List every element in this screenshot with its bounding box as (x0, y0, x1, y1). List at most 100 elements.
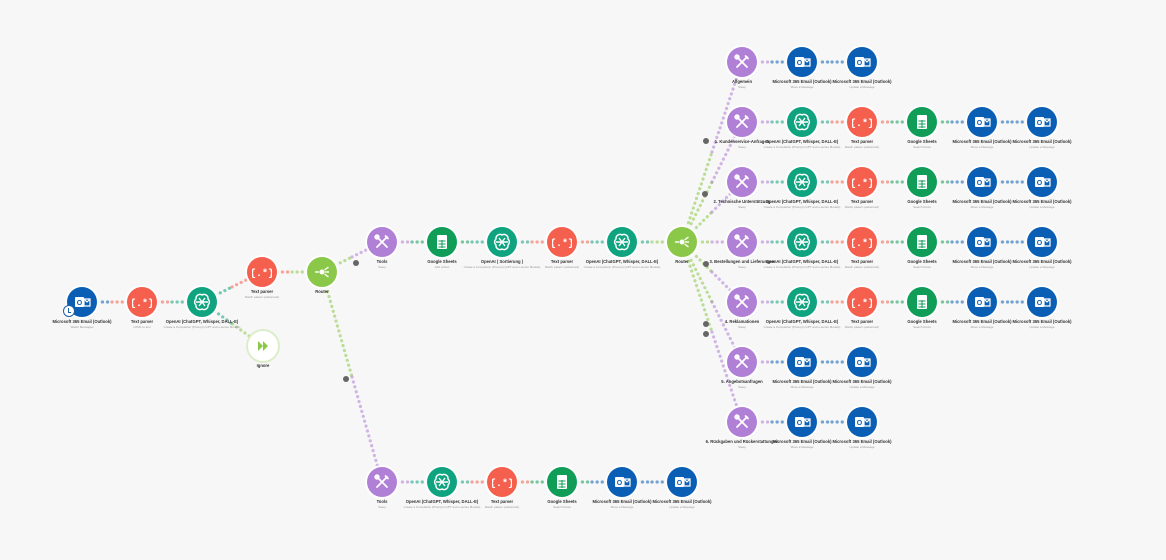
text-parser-icon[interactable]: {.*} (247, 257, 277, 287)
schedule-clock-icon[interactable] (63, 305, 75, 317)
module-action: Move a Message (970, 145, 994, 149)
module-label: Tools (376, 259, 388, 264)
outlook-icon[interactable]: O (847, 47, 877, 77)
outlook-icon[interactable]: O (787, 47, 817, 77)
openai-icon[interactable] (487, 227, 517, 257)
outlook-icon[interactable]: O (1027, 287, 1057, 317)
tools-icon[interactable] (367, 227, 397, 257)
outlook-icon[interactable]: O (967, 107, 997, 137)
module-action: Update a Message (849, 85, 875, 89)
tools-icon[interactable] (727, 167, 757, 197)
outlook-icon[interactable]: O (1027, 167, 1057, 197)
outlook-icon[interactable]: O (967, 167, 997, 197)
text-parser-icon[interactable]: {.*} (847, 107, 877, 137)
module-label: Microsoft 365 Email (Outlook) (1012, 139, 1072, 144)
outlook-icon[interactable]: O (1027, 107, 1057, 137)
module-action: Move a Message (610, 505, 634, 509)
tools-icon[interactable] (727, 287, 757, 317)
module-action: Move a Message (970, 325, 994, 329)
openai-icon[interactable] (187, 287, 217, 317)
google-sheets-icon[interactable] (427, 227, 457, 257)
module-action: Sleep (738, 325, 746, 329)
tools-icon[interactable] (727, 407, 757, 437)
module-label: Microsoft 365 Email (Outlook) (772, 439, 832, 444)
module-label: 3. Bestellungen und Lieferungen (709, 259, 775, 264)
openai-icon[interactable] (787, 107, 817, 137)
text-parser-icon[interactable]: {.*} (127, 287, 157, 317)
module-action: Sleep (378, 265, 386, 269)
outlook-icon[interactable]: O (847, 407, 877, 437)
module-action: Sleep (378, 505, 386, 509)
module-label: Google Sheets (907, 319, 937, 324)
outlook-icon[interactable]: O (787, 347, 817, 377)
tools-icon[interactable] (367, 467, 397, 497)
google-sheets-icon[interactable] (907, 287, 937, 317)
google-sheets-icon[interactable] (547, 467, 577, 497)
module-action: Create a Completion (Prompt) (GPT and o-… (763, 205, 841, 209)
ignore-icon[interactable] (248, 331, 278, 361)
google-sheets-icon[interactable] (907, 107, 937, 137)
module-label: Google Sheets (907, 139, 937, 144)
tools-icon[interactable] (727, 47, 757, 77)
tools-icon[interactable] (727, 107, 757, 137)
filter-wrench-icon[interactable] (703, 261, 709, 267)
module-label: Microsoft 365 Email (Outlook) (952, 139, 1012, 144)
openai-icon[interactable] (787, 167, 817, 197)
module-label: OpenAI ( Sortierung ) (480, 259, 524, 264)
module-action: Create a Completion (Prompt) (GPT and o-… (763, 265, 841, 269)
text-parser-icon[interactable]: {.*} (847, 287, 877, 317)
openai-icon[interactable] (607, 227, 637, 257)
outlook-icon[interactable]: O (967, 227, 997, 257)
outlook-icon[interactable]: O (1027, 227, 1057, 257)
svg-text:{.*}: {.*} (552, 238, 572, 250)
module-action: Move a Message (970, 265, 994, 269)
module-action: Match pattern (advanced) (544, 265, 580, 269)
module-action: Update a Message (669, 505, 695, 509)
module-label: OpenAI (ChatGPT, Whisper, DALL-E) (765, 139, 839, 144)
svg-text:O: O (797, 60, 803, 67)
google-sheets-icon[interactable] (907, 167, 937, 197)
filter-wrench-icon[interactable] (702, 191, 708, 197)
module-label: Microsoft 365 Email (Outlook) (832, 79, 892, 84)
openai-icon[interactable] (787, 287, 817, 317)
module-label: Microsoft 365 Email (Outlook) (1012, 199, 1072, 204)
text-parser-icon[interactable]: {.*} (547, 227, 577, 257)
filter-wrench-icon[interactable] (343, 376, 349, 382)
module-action: Match pattern (advanced) (844, 325, 880, 329)
router-icon[interactable] (667, 227, 697, 257)
text-parser-icon[interactable]: {.*} (847, 167, 877, 197)
text-parser-icon[interactable]: {.*} (847, 227, 877, 257)
tools-icon[interactable] (727, 347, 757, 377)
module-label: Text parser (550, 259, 574, 264)
filter-wrench-icon[interactable] (703, 321, 709, 327)
module-action: Move a Message (790, 85, 814, 89)
openai-icon[interactable] (427, 467, 457, 497)
svg-text:{.*}: {.*} (852, 298, 872, 310)
filter-wrench-icon[interactable] (703, 331, 709, 337)
filter-wrench-icon[interactable] (353, 260, 359, 266)
module-label: 6. Rückgaben und Rückerstattungen (705, 439, 779, 444)
text-parser-icon[interactable]: {.*} (487, 467, 517, 497)
module-action: Update a Message (1029, 325, 1055, 329)
outlook-icon[interactable]: O (847, 347, 877, 377)
outlook-icon[interactable]: O (967, 287, 997, 317)
outlook-icon[interactable]: O (607, 467, 637, 497)
module-action: Create a Completion (Prompt) (GPT and o-… (463, 265, 541, 269)
module-label: Google Sheets (907, 199, 937, 204)
tools-icon[interactable] (727, 227, 757, 257)
module-label: Microsoft 365 Email (Outlook) (1012, 259, 1072, 264)
svg-text:{.*}: {.*} (852, 238, 872, 250)
google-sheets-icon[interactable] (907, 227, 937, 257)
module-action: Update a Message (1029, 205, 1055, 209)
module-label: Text parser (850, 319, 874, 324)
filter-wrench-icon[interactable] (703, 138, 709, 144)
openai-icon[interactable] (787, 227, 817, 257)
outlook-icon[interactable]: O (787, 407, 817, 437)
module-label: Text parser (130, 319, 154, 324)
outlook-icon[interactable]: O (667, 467, 697, 497)
module-action: Create a Completion (Prompt) (GPT and o-… (763, 145, 841, 149)
svg-text:O: O (857, 60, 863, 67)
router-icon[interactable] (307, 257, 337, 287)
module-action: Move a Message (790, 445, 814, 449)
